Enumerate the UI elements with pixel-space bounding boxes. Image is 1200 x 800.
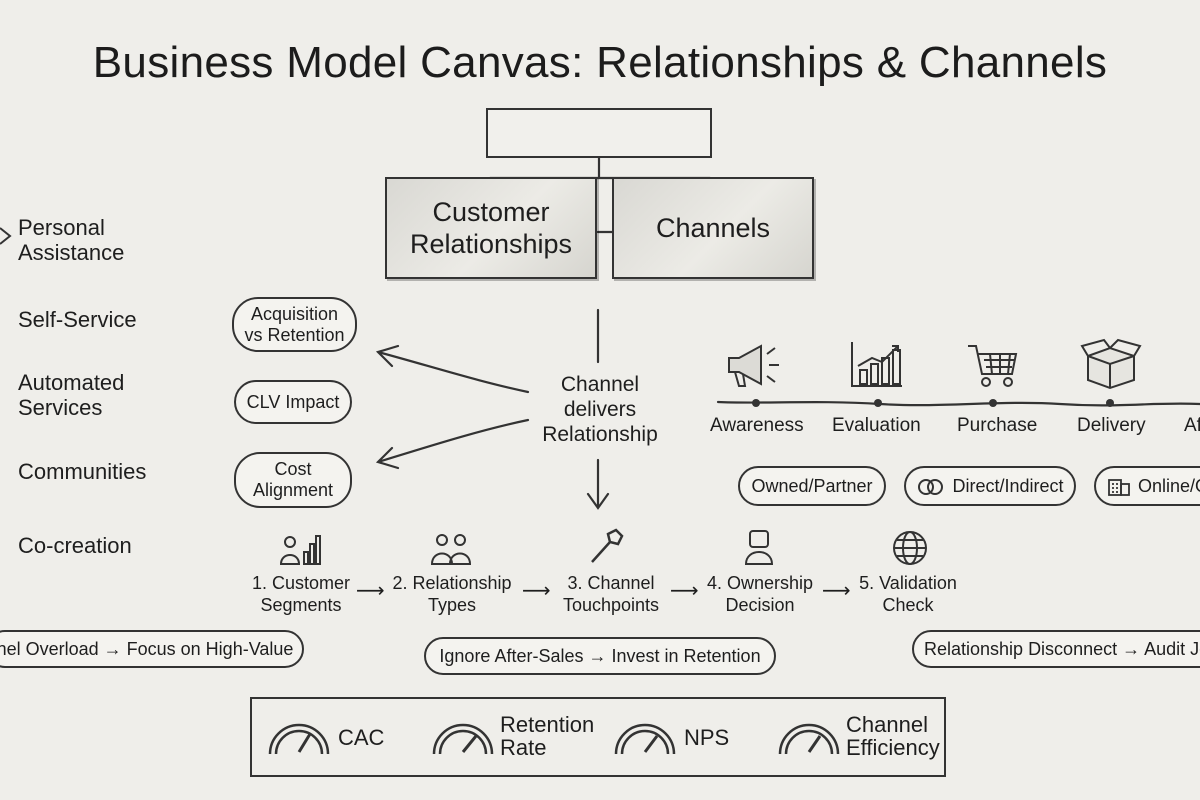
- pitfall-ignore-after-sales: Ignore After-Sales → Invest in Retention: [424, 637, 776, 675]
- step-validation-check: 5. Validation Check: [859, 573, 957, 615]
- kpi-retention-rate: Retention Rate: [500, 712, 595, 760]
- relationship-type-automated-services: Automated Services: [18, 370, 125, 420]
- arrow-to-acquisition: [375, 344, 530, 394]
- center-note: Channel delivers Relationship: [542, 373, 658, 446]
- stage-evaluation: Evaluation: [832, 415, 921, 436]
- bubble-cost-alignment: Cost Alignment: [234, 452, 352, 508]
- stage-purchase: Purchase: [957, 415, 1038, 436]
- group-users-icon: [430, 534, 472, 565]
- stage-after-sales: Af: [1184, 415, 1200, 436]
- pitfall-relationship-disconnect: Relationship Disconnect → Audit Jo: [912, 630, 1200, 668]
- arrow-to-cost: [375, 418, 530, 470]
- gauge-icon-cac: [268, 723, 330, 755]
- globe-icon: [893, 531, 927, 565]
- kpi-nps: NPS: [684, 725, 730, 750]
- pitfall-ignore-after-sales-label: Ignore After-Sales → Invest in Retention: [439, 645, 761, 666]
- journey-dot-2: [874, 399, 882, 407]
- pill-online-offline: Online/O: [1094, 466, 1200, 506]
- top-connector: [488, 156, 712, 182]
- customer-relationships-label: Customer Relationships: [409, 197, 573, 259]
- people-chart-icon: [279, 535, 321, 565]
- journey-dot-1: [752, 399, 760, 407]
- shopping-cart-icon: [968, 345, 1018, 387]
- kpi-panel: [250, 697, 946, 777]
- megaphone-icon: [728, 344, 779, 387]
- relationship-type-self-service: Self-Service: [18, 307, 137, 332]
- pill-owned-partner-label: Owned/Partner: [751, 475, 873, 496]
- journey-dot-3: [989, 399, 997, 407]
- stage-delivery: Delivery: [1077, 415, 1146, 436]
- step-relationship-types: 2. Relationship Types: [392, 573, 512, 615]
- bubble-acquisition-vs-retention: Acquisition vs Retention: [232, 297, 357, 352]
- stage-awareness: Awareness: [710, 415, 804, 436]
- gauge-icon-channel-efficiency: [778, 723, 840, 755]
- bar-chart-icon: [851, 342, 902, 387]
- rings-icon: [918, 479, 944, 495]
- down-arrow: [586, 458, 610, 510]
- kpi-channel-efficiency: Channel Efficiency: [846, 712, 940, 760]
- journey-line: [716, 400, 1200, 407]
- wrench-tool-icon: [591, 528, 624, 563]
- pointer-icon: [0, 227, 12, 245]
- step-arrow-1: ⟶: [356, 580, 385, 602]
- pitfall-relationship-disconnect-label: Relationship Disconnect → Audit Jo: [924, 638, 1200, 659]
- step-arrow-4: ⟶: [822, 580, 851, 602]
- page-title: Business Model Canvas: Relationships & C…: [92, 38, 1108, 87]
- relationship-type-personal-assistance: Personal Assistance: [18, 215, 125, 265]
- gauge-icon-nps: [614, 723, 676, 755]
- building-icon: [1108, 479, 1130, 496]
- gauge-icon-retention-rate: [432, 723, 494, 755]
- step-customer-segments: 1. Customer Segments: [251, 573, 351, 615]
- relationship-type-communities: Communities: [18, 459, 147, 484]
- bubble-clv-impact: CLV Impact: [234, 380, 352, 424]
- journey-dot-4: [1106, 399, 1114, 407]
- pitfall-channel-overload-label: nel Overload → Focus on High-Value: [0, 638, 294, 659]
- pill-owned-partner: Owned/Partner: [738, 466, 886, 506]
- kpi-cac: CAC: [338, 725, 385, 750]
- step-ownership-decision: 4. Ownership Decision: [706, 573, 814, 615]
- channels-label: Channels: [655, 213, 771, 243]
- step-arrow-3: ⟶: [670, 580, 699, 602]
- empty-header-box: [486, 108, 712, 158]
- step-channel-touchpoints: 3. Channel Touchpoints: [562, 573, 660, 615]
- pill-online-offline-label: Online/O: [1138, 475, 1200, 496]
- customer-relationships-box: Customer Relationships: [385, 177, 597, 279]
- relationship-type-co-creation: Co-creation: [18, 533, 132, 558]
- step-arrow-2: ⟶: [522, 580, 551, 602]
- channels-box: Channels: [612, 177, 814, 279]
- package-box-icon: [1080, 338, 1142, 390]
- person-decision-icon: [744, 530, 774, 565]
- pitfall-channel-overload: nel Overload → Focus on High-Value: [0, 630, 304, 668]
- pill-direct-indirect-label: Direct/Indirect: [952, 475, 1064, 496]
- pill-direct-indirect: Direct/Indirect: [904, 466, 1076, 506]
